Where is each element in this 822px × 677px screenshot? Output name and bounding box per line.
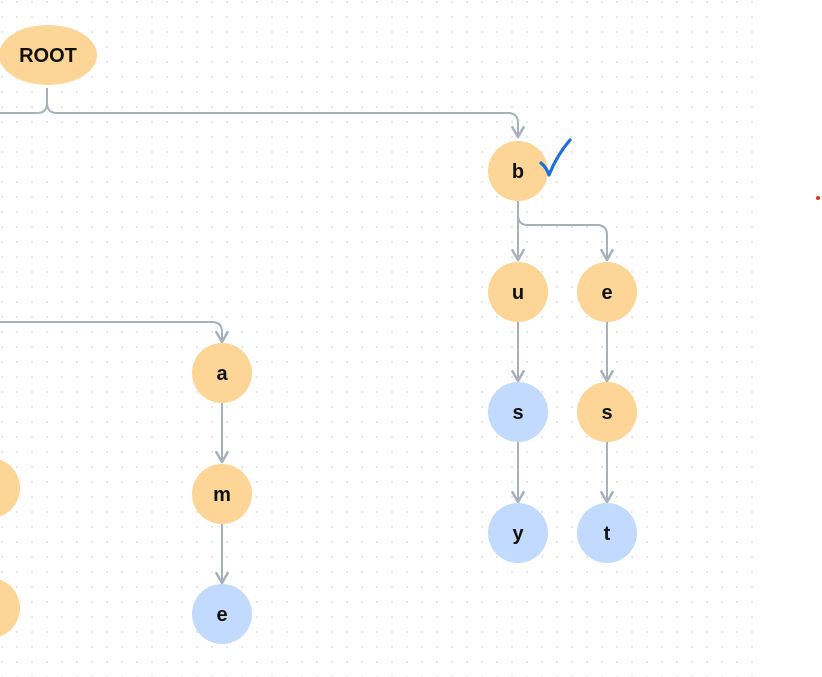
node-a-shape	[192, 343, 252, 403]
nodes-layer: ROOT b u s y e s	[0, 25, 637, 644]
node-partial-left-1-shape	[0, 459, 20, 517]
node-b-u-s-y[interactable]: y	[488, 503, 548, 563]
node-b-e[interactable]: e	[577, 262, 637, 322]
node-a-m-e-shape	[192, 584, 252, 644]
node-b-label: b	[512, 161, 524, 183]
node-a-m-shape	[192, 464, 252, 524]
node-b-e-s-shape	[577, 382, 637, 442]
node-root[interactable]: ROOT	[0, 25, 97, 85]
node-b-e-s-t-label: t	[604, 523, 611, 545]
node-root-label: ROOT	[19, 45, 77, 67]
node-b-u-s[interactable]: s	[488, 382, 548, 442]
node-partial-left-2[interactable]	[0, 578, 20, 638]
node-b-shape	[488, 141, 548, 201]
node-b-u-shape	[488, 262, 548, 322]
node-b-e-s-t[interactable]: t	[577, 503, 637, 563]
node-partial-left-1[interactable]	[0, 458, 20, 518]
edge-left-a	[0, 321, 229, 344]
node-b-e-s-t-shape	[577, 503, 637, 563]
node-b[interactable]: b	[488, 141, 548, 201]
node-b-u[interactable]: u	[488, 262, 548, 322]
node-b-u-s-shape	[488, 382, 548, 442]
node-a-m-e-label: e	[216, 604, 227, 626]
node-a-m[interactable]: m	[192, 464, 252, 524]
red-dot	[816, 196, 820, 200]
node-b-u-s-y-shape	[488, 503, 548, 563]
dot-grid-background	[0, 0, 760, 677]
node-b-e-label: e	[601, 282, 612, 304]
node-a-m-label: m	[213, 484, 231, 506]
edge-root-b	[46, 88, 525, 139]
edges-layer	[0, 88, 614, 585]
node-a-m-e[interactable]: e	[192, 584, 252, 644]
check-icon	[539, 138, 572, 177]
node-a-label: a	[216, 363, 228, 385]
node-root-shape	[0, 25, 97, 85]
edge-b-e	[517, 201, 614, 262]
node-b-u-s-label: s	[512, 402, 523, 424]
node-b-e-s[interactable]: s	[577, 382, 637, 442]
node-b-u-s-y-label: y	[512, 523, 524, 545]
node-partial-left-2-shape	[0, 579, 20, 637]
node-a[interactable]: a	[192, 343, 252, 403]
node-b-u-label: u	[512, 282, 524, 304]
node-b-e-s-label: s	[601, 402, 612, 424]
node-b-e-shape	[577, 262, 637, 322]
